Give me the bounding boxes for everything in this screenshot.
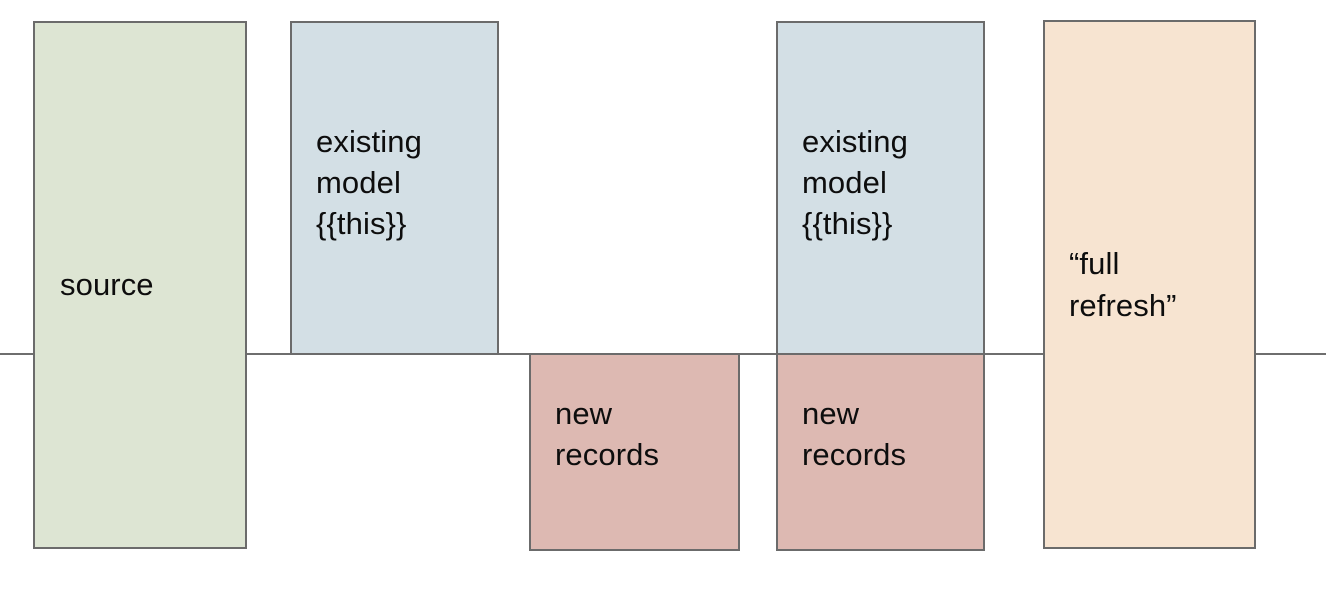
box-existing-model-2[interactable]: existing model {{this}} bbox=[776, 21, 985, 355]
box-full-refresh-label: “full refresh” bbox=[1069, 246, 1177, 323]
box-source-label: source bbox=[60, 267, 154, 303]
box-source[interactable]: source bbox=[33, 21, 247, 549]
box-existing-model-1[interactable]: existing model {{this}} bbox=[290, 21, 499, 355]
box-new-records-1-label: new records bbox=[555, 396, 660, 473]
box-new-records-1[interactable]: new records bbox=[529, 353, 740, 551]
box-new-records-2[interactable]: new records bbox=[776, 353, 985, 551]
box-existing-model-1-label: existing model {{this}} bbox=[316, 124, 422, 242]
box-full-refresh[interactable]: “full refresh” bbox=[1043, 20, 1256, 549]
box-new-records-2-label: new records bbox=[802, 396, 907, 473]
box-existing-model-2-label: existing model {{this}} bbox=[802, 124, 908, 242]
